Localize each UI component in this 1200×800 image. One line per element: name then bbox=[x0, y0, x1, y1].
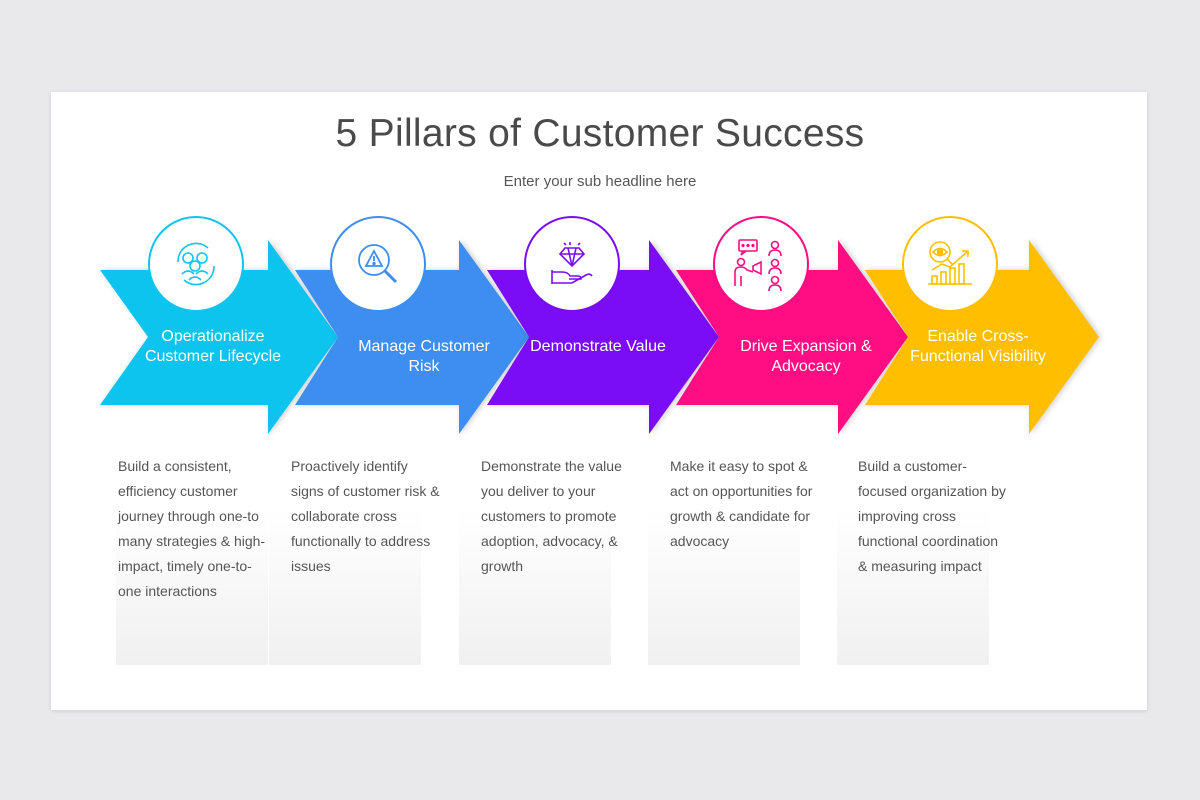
pillar-card-4: Make it easy to spot & act on opportunit… bbox=[648, 405, 812, 665]
eye-growth-chart-icon bbox=[902, 216, 998, 312]
risk-magnifier-icon bbox=[330, 216, 426, 312]
pillar-description: Build a customer-focused organization by… bbox=[858, 458, 1006, 574]
customer-lifecycle-icon bbox=[148, 216, 244, 312]
pillar-description: Demonstrate the value you deliver to you… bbox=[481, 458, 622, 574]
pillar-label-2: Manage Customer Risk bbox=[358, 338, 490, 375]
pillar-description: Proactively identify signs of customer r… bbox=[291, 458, 440, 574]
pillar-label-4: Drive Expansion & Advocacy bbox=[740, 338, 872, 375]
pillar-card-5: Build a customer-focused organization by… bbox=[837, 405, 1006, 665]
page-subtitle: Enter your sub headline here bbox=[503, 173, 697, 190]
pillar-label-3: Demonstrate Value bbox=[530, 338, 666, 355]
pillar-label-1: Operationalize Customer Lifecycle bbox=[144, 328, 282, 365]
pillar-label-5: Enable Cross-Functional Visibility bbox=[910, 328, 1046, 365]
pillar-description: Build a consistent, efficiency customer … bbox=[118, 458, 266, 599]
megaphone-audience-icon bbox=[713, 216, 809, 312]
pillar-card-3: Demonstrate the value you deliver to you… bbox=[459, 405, 622, 665]
pillar-description: Make it easy to spot & act on opportunit… bbox=[670, 458, 813, 549]
diamond-hand-icon bbox=[524, 216, 620, 312]
page-title: 5 Pillars of Customer Success bbox=[335, 112, 865, 155]
pillar-card-1: Build a consistent, efficiency customer … bbox=[116, 405, 268, 665]
pillar-card-2: Proactively identify signs of customer r… bbox=[269, 405, 440, 665]
